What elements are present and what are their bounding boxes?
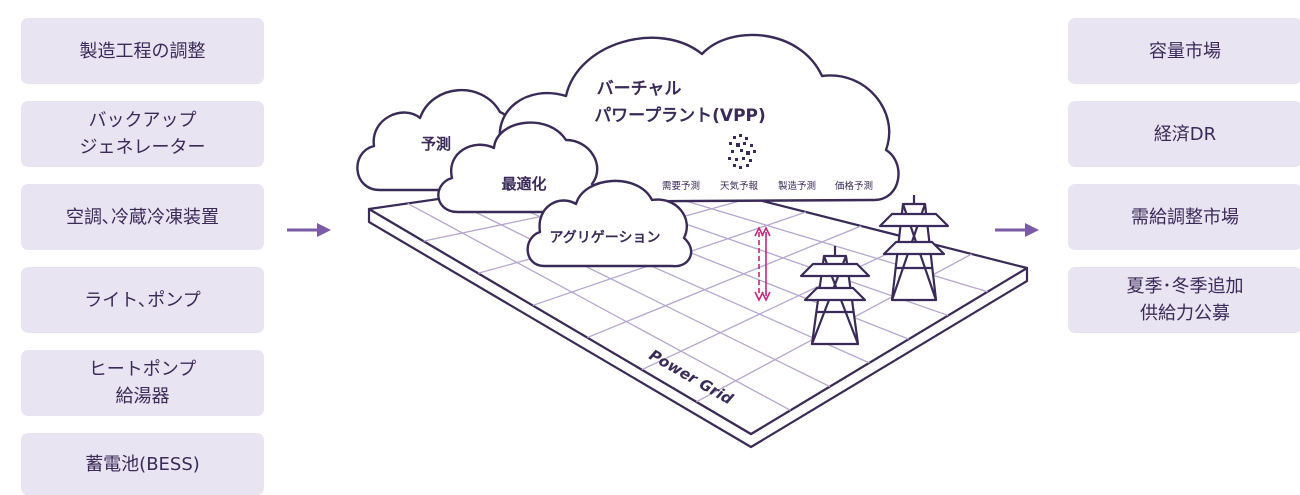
- grid-line: [587, 225, 862, 339]
- resource-item-manufacturing: 製造工程の調整: [21, 18, 264, 84]
- resource-item-backup-generator: バックアップ ジェネレーター: [21, 101, 264, 167]
- market-item-seasonal-supply: 夏季･冬季追加 供給力公募: [1068, 267, 1300, 333]
- arrow-right-icon: [995, 223, 1039, 237]
- sub-label-demand: 需要予測: [662, 180, 700, 192]
- transmission-tower-icon: [878, 195, 950, 302]
- vpp-title-line1: バーチャル: [597, 79, 682, 99]
- arrow-right-icon: [287, 223, 331, 237]
- grid-line: [446, 197, 831, 388]
- transmission-tower-icon: [799, 246, 871, 346]
- resource-item-lights-pumps: ライト､ポンプ: [21, 267, 264, 333]
- market-item-capacity: 容量市場: [1068, 18, 1300, 84]
- aggregation-cloud: [526, 179, 693, 268]
- resource-item-hvac: 空調､冷蔵冷凍装置: [21, 184, 264, 250]
- up-down-arrow-icon: [754, 226, 771, 302]
- sub-label-price: 価格予測: [835, 180, 873, 192]
- forecast-label: 予測: [421, 135, 451, 153]
- resource-item-heat-pump: ヒートポンプ 給湯器: [21, 350, 264, 416]
- aggregation-label: アグリゲーション: [549, 229, 660, 246]
- market-item-balancing: 需給調整市場: [1068, 184, 1300, 250]
- sub-label-weather: 天気予報: [720, 180, 759, 192]
- sub-label-production: 製造予測: [778, 180, 816, 192]
- grid-line: [641, 239, 917, 371]
- grid-line: [407, 202, 791, 411]
- resource-item-bess: 蓄電池(BESS): [21, 433, 264, 495]
- data-pattern-icon: [728, 134, 756, 169]
- vpp-title-line2: パワープラント(VPP): [594, 105, 766, 126]
- optimization-label: 最適化: [501, 175, 546, 193]
- market-item-economic-dr: 経済DR: [1068, 101, 1300, 167]
